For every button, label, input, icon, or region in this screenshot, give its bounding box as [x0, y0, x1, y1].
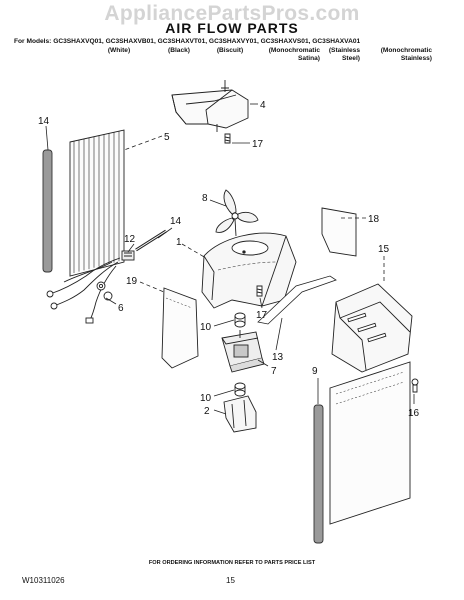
callout-1: 1: [176, 237, 182, 248]
callout-2: 2: [204, 406, 210, 417]
ordering-note: FOR ORDERING INFORMATION REFER TO PARTS …: [148, 560, 316, 566]
part-14-foam-strip-left: [42, 149, 53, 273]
variant-label: Satina): [298, 55, 320, 62]
callout-5: 5: [164, 132, 170, 143]
callout-18: 18: [368, 214, 380, 225]
callout-4: 4: [260, 100, 266, 111]
variant-stainless-steel: (Stainless Steel): [320, 47, 360, 63]
part-18-right-duct-panel: [321, 207, 357, 257]
part-15-lower-panel: [329, 361, 411, 525]
part-2-motor-bracket: [223, 395, 257, 433]
callout-12: 12: [124, 234, 136, 245]
callout-17-top: 17: [252, 139, 264, 150]
variant-biscuit: (Biscuit): [208, 47, 252, 55]
part-14-sensor: [135, 229, 167, 252]
page-number: 15: [226, 576, 235, 585]
variant-label: Steel): [342, 55, 360, 62]
watermark: AppliancePartsPros.com: [104, 2, 360, 25]
variant-black: (Black): [159, 47, 199, 55]
part-19-left-duct-panel: [161, 287, 199, 369]
screw-17-lower: [256, 285, 263, 297]
models-line: For Models: GC3SHAXVQ01, GC3SHAXVB01, GC…: [14, 38, 361, 45]
variant-label: (Monochromatic: [268, 47, 320, 54]
document-id: W10311026: [22, 576, 65, 585]
variant-label: (Black): [168, 47, 190, 54]
part-12-connector: [121, 250, 135, 261]
page-title: AIR FLOW PARTS: [165, 20, 299, 36]
screw-16: [411, 378, 419, 393]
callout-labels: 4 17 5 14 8 14 12 1 19 6 10 17 13 7 10 2…: [38, 100, 420, 419]
leader-lines: [45, 103, 415, 415]
part-9-foam-strip-right: [313, 404, 324, 544]
part-10-grommet-lower: [234, 382, 246, 397]
variant-monochromatic-satina: (Monochromatic Satina): [254, 47, 320, 63]
callout-17-lower: 17: [256, 310, 268, 321]
callout-13: 13: [272, 352, 284, 363]
part-13-wire-rod: [257, 275, 337, 325]
variant-monochromatic-stainless: (Monochromatic Stainless): [362, 47, 432, 63]
callout-19: 19: [126, 276, 138, 287]
callout-16: 16: [408, 408, 420, 419]
callout-9: 9: [312, 366, 318, 377]
variant-label: (Stainless: [328, 47, 360, 54]
variant-white: (White): [99, 47, 139, 55]
callout-14-sensor: 14: [170, 216, 182, 227]
callout-15: 15: [378, 244, 390, 255]
model-variants: (White) (Black) (Biscuit) (Monochromatic…: [0, 47, 464, 67]
part-15-duct-cover: [331, 283, 413, 373]
screw-17-top: [224, 133, 231, 144]
variant-label: (Biscuit): [216, 47, 244, 54]
part-4-top-duct: [171, 80, 249, 132]
callout-8: 8: [202, 193, 208, 204]
part-5-evaporator-cover: [69, 129, 125, 277]
variant-label: Stainless): [400, 55, 432, 62]
callout-6: 6: [118, 303, 124, 314]
part-8-fan-blade: [215, 189, 259, 237]
part-6-wire-harness: [46, 257, 121, 324]
callout-7: 7: [271, 366, 277, 377]
part-1-fan-housing: [201, 232, 297, 309]
part-7-fan-motor: [221, 330, 265, 373]
variant-label: (Monochromatic: [380, 47, 432, 54]
part-10-grommet-upper: [234, 312, 246, 328]
callout-10-upper: 10: [200, 322, 212, 333]
callout-14-left: 14: [38, 116, 50, 127]
variant-label: (White): [107, 47, 131, 54]
callout-10-lower: 10: [200, 393, 212, 404]
